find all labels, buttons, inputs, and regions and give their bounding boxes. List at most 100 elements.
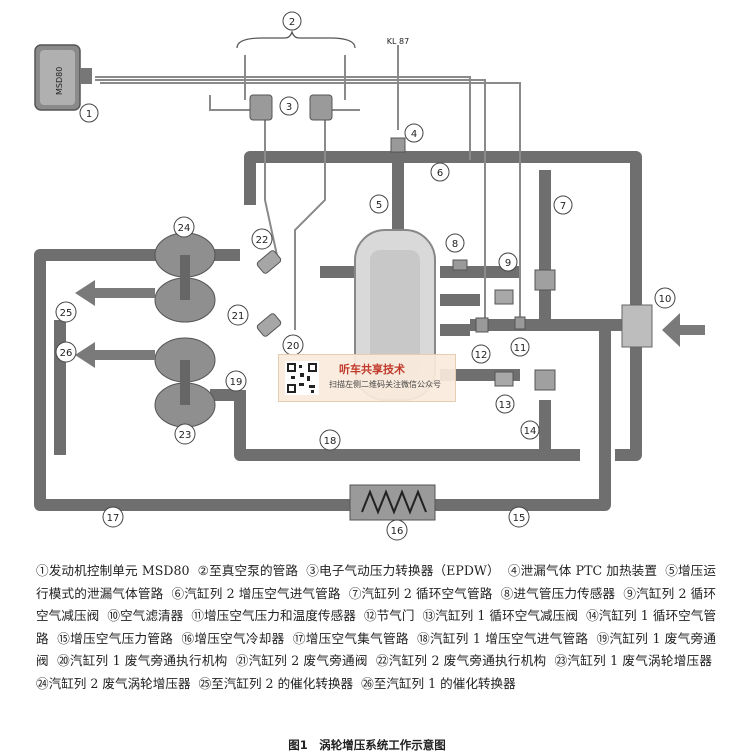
watermark-subtitle: 扫描左侧二维码关注微信公众号 <box>329 380 441 389</box>
legend-item: ⑪增压空气压力和温度传感器 <box>191 608 356 623</box>
label-10: 10 <box>654 287 676 309</box>
label-23: 23 <box>174 423 196 445</box>
label-3: 3 <box>279 96 299 116</box>
legend-item: ⑩空气滤清器 <box>107 608 184 623</box>
label-9: 9 <box>498 252 518 272</box>
svg-text:19: 19 <box>230 377 243 388</box>
label-5: 5 <box>369 194 389 214</box>
legend-item: ②至真空泵的管路 <box>197 563 299 578</box>
sensor-8 <box>452 259 468 271</box>
label-17: 17 <box>102 506 124 528</box>
legend-item: ㉔汽缸列 2 废气涡轮增压器 <box>36 675 191 691</box>
label-16: 16 <box>386 519 408 541</box>
legend-item: ⑨汽缸列 2 循环空气减压阀 <box>36 585 716 624</box>
label-13: 13 <box>495 394 515 414</box>
legend-caption: ①发动机控制单元 MSD80 ②至真空泵的管路 ③电子气动压力转换器（EPDW）… <box>36 560 716 695</box>
legend-item: ⑤增压运行模式的泄漏气体管路 <box>36 563 716 601</box>
svg-text:15: 15 <box>513 513 526 524</box>
svg-text:23: 23 <box>179 430 192 441</box>
legend-item: ⑬汽缸列 1 循环空气减压阀 <box>422 608 578 623</box>
actuator-22 <box>256 250 282 274</box>
legend-item: ⑳汽缸列 1 废气旁通执行机构 <box>57 653 228 668</box>
svg-text:9: 9 <box>505 258 511 269</box>
svg-text:20: 20 <box>287 341 300 352</box>
svg-text:13: 13 <box>499 400 512 411</box>
legend-item: ④泄漏气体 PTC 加热装置 <box>507 563 658 578</box>
label-26: 26 <box>55 341 77 363</box>
label-24: 24 <box>173 216 195 238</box>
epdw-right <box>309 94 333 121</box>
wastegate-actuators <box>256 250 282 337</box>
svg-text:5: 5 <box>376 200 382 211</box>
label-18: 18 <box>319 429 341 451</box>
watermark-banner: 听车共享技术 扫描左侧二维码关注微信公众号 <box>278 354 456 402</box>
svg-text:8: 8 <box>452 239 458 250</box>
signal-line-1 <box>95 76 471 160</box>
legend-item: ⑱汽缸列 1 增压空气进气管路 <box>417 630 589 646</box>
kl87-label: KL 87 <box>387 37 409 46</box>
bracket-2 <box>236 30 356 49</box>
pipe-15 <box>435 319 611 511</box>
label-2: 2 <box>282 11 302 31</box>
label-19: 19 <box>225 370 247 392</box>
svg-text:24: 24 <box>178 223 191 234</box>
actuator-20 <box>256 313 282 337</box>
label-8: 8 <box>445 233 465 253</box>
vacuum-lines <box>95 45 521 330</box>
legend-item: ③电子气动压力转换器（EPDW） <box>306 563 500 578</box>
legend-item: ㉕至汽缸列 2 的催化转换器 <box>198 675 354 691</box>
watermark-title: 听车共享技术 <box>339 363 405 376</box>
svg-text:21: 21 <box>232 311 245 322</box>
valve-9 <box>534 269 556 291</box>
legend-item: ㉑汽缸列 2 废气旁通阀 <box>235 653 368 668</box>
valve-9-body <box>494 289 514 305</box>
legend-item: ⑰增压空气集气管路 <box>292 630 409 646</box>
turbo-24 <box>154 232 216 323</box>
pipe-17 <box>34 249 352 511</box>
label-14: 14 <box>520 420 540 440</box>
actuator22-line <box>264 115 279 261</box>
intercooler-16 <box>349 484 436 521</box>
svg-text:22: 22 <box>256 235 269 246</box>
label-1: 1 <box>79 103 99 123</box>
air-filter <box>621 304 653 348</box>
svg-text:18: 18 <box>324 436 337 447</box>
pipe-6 <box>244 151 642 300</box>
valve-13-body <box>494 371 514 387</box>
throttle-12 <box>475 317 489 333</box>
legend-item: ⑮增压空气压力管路 <box>57 630 174 646</box>
svg-text:2: 2 <box>289 17 295 28</box>
label-25: 25 <box>55 301 77 323</box>
epdw-converters <box>249 94 333 121</box>
label-21: 21 <box>227 304 249 326</box>
legend-item: ⑲汽缸列 1 废气旁通阀 <box>36 630 716 669</box>
legend-item: ⑦汽缸列 2 循环空气管路 <box>348 585 493 601</box>
pressure-pipes <box>34 151 642 511</box>
svg-text:12: 12 <box>475 350 488 361</box>
sensor-11 <box>514 316 526 330</box>
svg-text:3: 3 <box>286 102 292 113</box>
svg-text:11: 11 <box>514 343 527 354</box>
ecu-label: MSD80 <box>55 67 64 95</box>
svg-text:16: 16 <box>391 526 404 537</box>
legend-item: ㉓汽缸列 1 废气涡轮增压器 <box>554 653 712 668</box>
svg-text:6: 6 <box>437 168 443 179</box>
label-12: 12 <box>471 344 491 364</box>
label-20: 20 <box>282 334 304 356</box>
label-15: 15 <box>508 506 530 528</box>
ptc-heater <box>390 137 406 153</box>
svg-text:4: 4 <box>411 129 417 140</box>
ecu-msd80: MSD80 <box>34 44 92 111</box>
figure-title: 图1 涡轮增压系统工作示意图 <box>288 738 446 752</box>
svg-text:10: 10 <box>659 294 672 305</box>
svg-text:26: 26 <box>60 348 73 359</box>
epdw-left <box>249 94 273 121</box>
legend-item: ⑭汽缸列 1 循环空气管路 <box>36 608 717 646</box>
number-labels: 1 2 3 4 5 6 7 8 9 10 11 12 13 14 15 16 1… <box>55 11 676 541</box>
label-11: 11 <box>510 337 530 357</box>
pipe-18 <box>234 390 580 461</box>
turbo-system-diagram: MSD80 <box>34 11 705 541</box>
label-6: 6 <box>430 162 450 182</box>
svg-text:1: 1 <box>86 109 92 120</box>
svg-text:25: 25 <box>60 308 73 319</box>
